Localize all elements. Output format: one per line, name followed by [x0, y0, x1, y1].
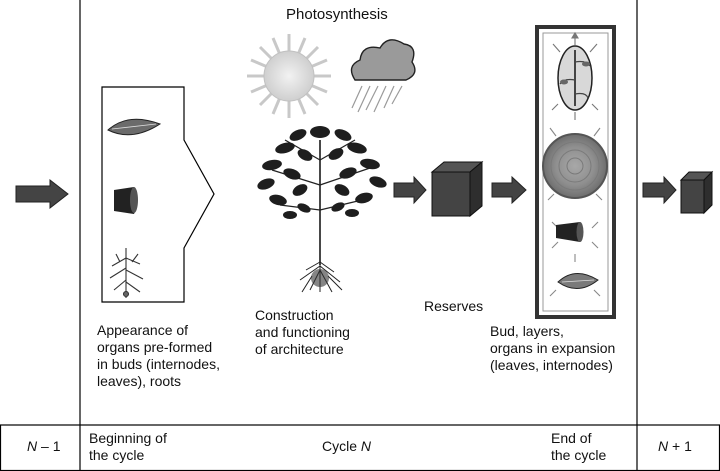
next-cycle-cube-icon [679, 170, 714, 215]
rain-cloud-icon [350, 39, 416, 113]
reserves-label: Reserves [424, 298, 484, 314]
footer-cycle: Cycle N [322, 438, 372, 454]
arrow-to-reserves [393, 175, 427, 205]
expanding-leaf-icon [557, 273, 599, 289]
sun-icon [247, 34, 331, 118]
footer-next-cycle: N + 1 [658, 438, 692, 454]
expanding-internode-icon [556, 222, 584, 242]
outgoing-arrow [642, 175, 677, 205]
bud-layers-label: Bud, layers, organs in expansion (leaves… [490, 323, 616, 373]
tree-icon [257, 126, 387, 293]
reserve-cube-icon [430, 160, 484, 218]
expansion-arrows [551, 31, 599, 120]
construction-label: Construction and functioning of architec… [255, 307, 350, 357]
footer-beginning: Beginning of the cycle [89, 430, 167, 463]
stem-layer-icon [542, 133, 608, 199]
appearance-label: Appearance of organs pre-formed in buds … [97, 322, 220, 389]
internode-icon [114, 187, 138, 214]
footer-end: End of the cycle [551, 430, 607, 463]
incoming-arrow [15, 178, 69, 210]
bud-icon [557, 45, 593, 111]
root-icon [109, 248, 144, 298]
arrow-to-bud-box [491, 175, 527, 205]
leaf-icon [107, 118, 162, 136]
photosynthesis-label: Photosynthesis [286, 6, 388, 23]
preformed-organs-box [101, 86, 215, 303]
footer-prev-cycle: N – 1 [27, 438, 61, 454]
